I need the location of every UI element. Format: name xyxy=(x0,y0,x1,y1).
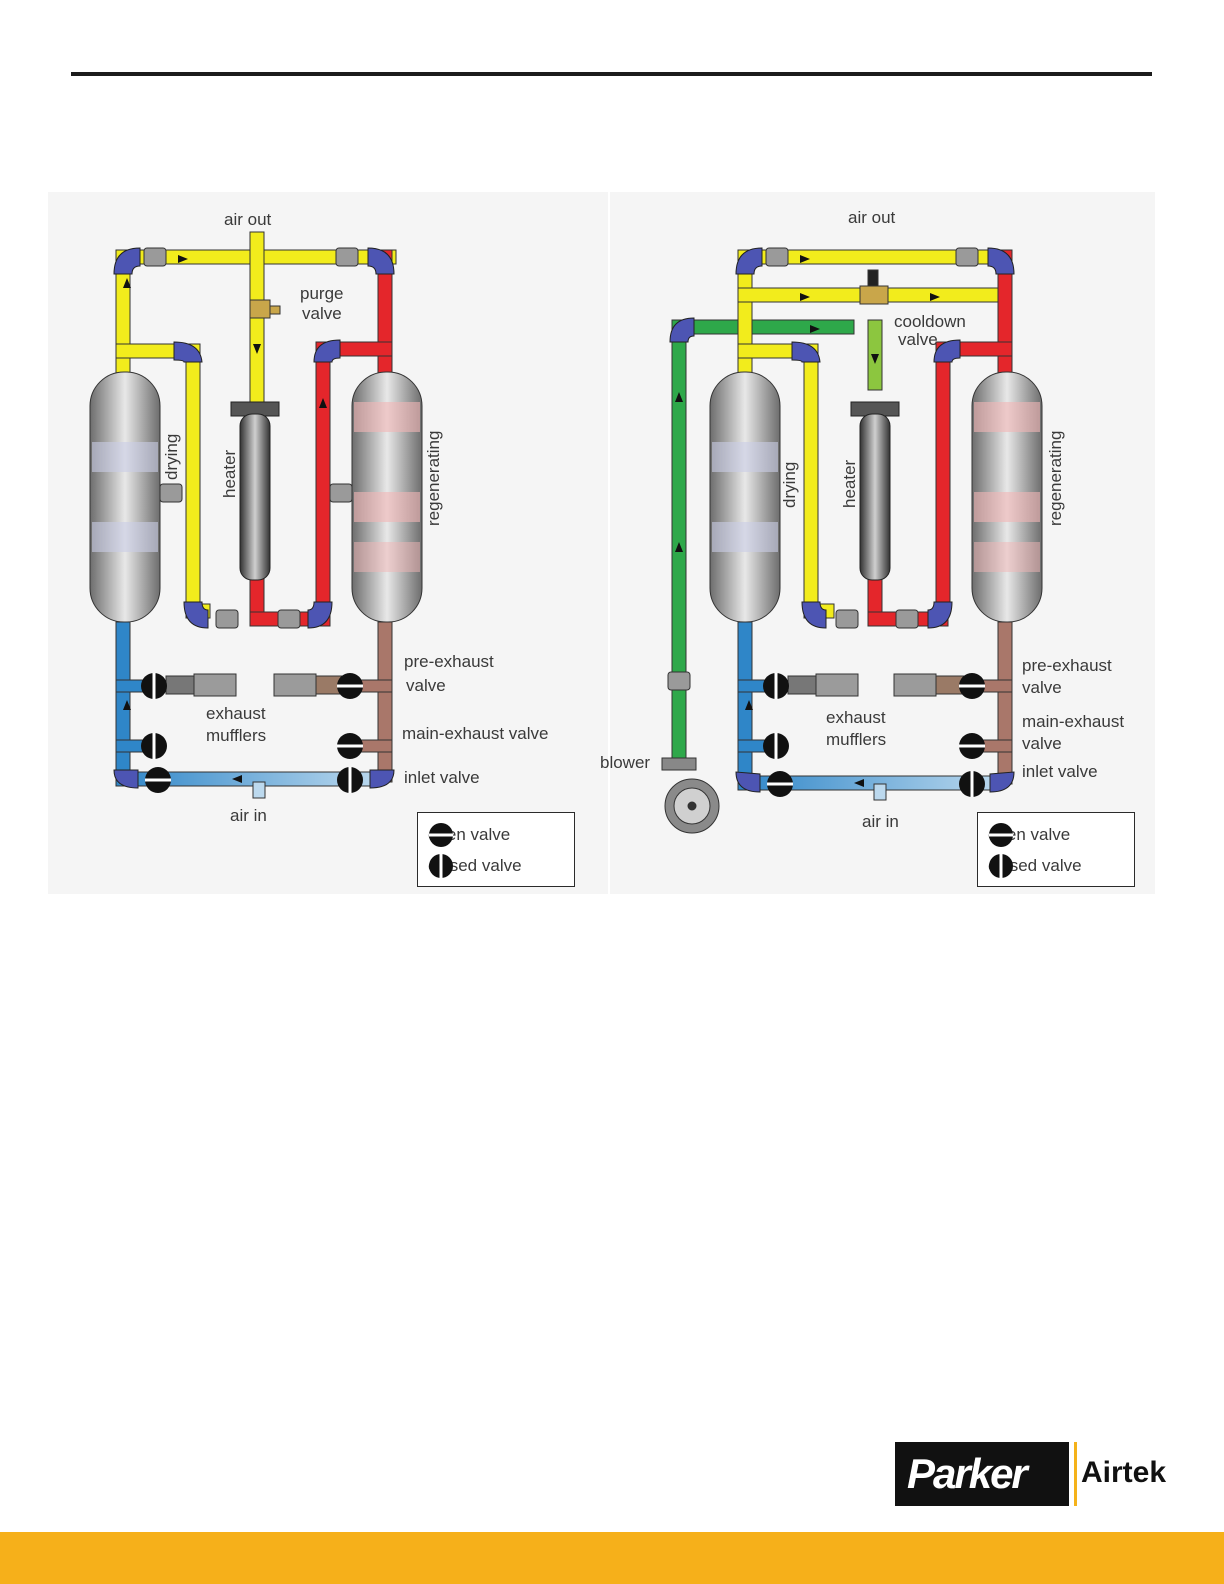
closed-valve-icon xyxy=(989,854,1013,878)
legend-closed-row-right: closed valve xyxy=(988,853,1082,879)
valve-legend: open valve closed valve xyxy=(417,812,575,887)
exhaust-mufflers xyxy=(165,673,345,697)
inlet-valve-label: inlet valve xyxy=(404,768,480,787)
desiccant-towers xyxy=(89,371,423,623)
regenerating-label-right: regenerating xyxy=(1046,430,1065,526)
ball-valves-right xyxy=(763,673,985,797)
air-in-label: air in xyxy=(230,806,267,825)
exhaust-mufflers-label: exhaust xyxy=(206,704,266,723)
heater-label-right: heater xyxy=(840,459,859,508)
logo-black-block xyxy=(895,1442,1069,1506)
drying-label-right: drying xyxy=(780,461,799,508)
ball-valves xyxy=(141,673,363,793)
open-valve-icon xyxy=(989,823,1013,847)
valve-legend-right: open valve closed valve xyxy=(977,812,1135,887)
cooldown-valve-label-2: valve xyxy=(898,330,938,349)
parker-airtek-logo: Parker Airtek xyxy=(895,1442,1166,1506)
purge-valve-label: purge xyxy=(300,284,344,303)
heating-diagram: air out purge valve drying heater regene… xyxy=(48,192,608,894)
logo-parker-text: Parker xyxy=(907,1450,1028,1497)
air-in-label-right: air in xyxy=(862,812,899,831)
inlet-valve-label-right: inlet valve xyxy=(1022,762,1098,781)
exhaust-mufflers-label-2: mufflers xyxy=(206,726,267,745)
flow-arrows-right xyxy=(675,255,940,787)
pipe-elbows xyxy=(113,247,395,789)
pipe-elbows-right xyxy=(669,247,1015,793)
closed-valve-icon xyxy=(429,854,453,878)
desiccant-towers-right xyxy=(709,371,1043,623)
pre-exhaust-label-right: pre-exhaust xyxy=(1022,656,1112,675)
purge-valve xyxy=(249,299,281,319)
check-valves-right xyxy=(667,247,979,691)
heater-element xyxy=(230,401,280,581)
legend-open-row-right: open valve xyxy=(988,822,1070,848)
legend-open-row: open valve xyxy=(428,822,510,848)
hot-air-pipes-right xyxy=(867,249,1013,627)
blower-label: blower xyxy=(600,753,651,772)
pre-exhaust-label-right-2: valve xyxy=(1022,678,1062,697)
legend-closed-row: closed valve xyxy=(428,853,522,879)
regenerating-label: regenerating xyxy=(424,430,443,526)
heater-element-right xyxy=(850,401,900,581)
open-valve-icon xyxy=(429,823,453,847)
heater-label: heater xyxy=(220,449,239,498)
footer-bar xyxy=(0,1532,1224,1584)
air-out-label: air out xyxy=(224,210,272,229)
main-exhaust-label-right-2: valve xyxy=(1022,734,1062,753)
purge-valve-label-2: valve xyxy=(302,304,342,323)
flow-arrows xyxy=(123,255,327,783)
air-out-label-right: air out xyxy=(848,208,896,227)
header-rule xyxy=(71,72,1152,76)
drying-label: drying xyxy=(162,433,181,480)
logo-divider xyxy=(1074,1442,1077,1506)
exhaust-mufflers-label-right: exhaust xyxy=(826,708,886,727)
blower xyxy=(661,757,720,834)
exhaust-mufflers-label-right-2: mufflers xyxy=(826,730,887,749)
main-exhaust-label-right: main-exhaust xyxy=(1022,712,1125,731)
logo-airtek-text: Airtek xyxy=(1081,1456,1167,1489)
exhaust-mufflers-right xyxy=(787,673,965,697)
cooldown-diagram: air out cooldown valve drying heater reg… xyxy=(600,192,1170,894)
main-exhaust-label: main-exhaust valve xyxy=(402,724,549,743)
cooldown-valve-label: cooldown xyxy=(894,312,966,331)
pre-exhaust-label-2: valve xyxy=(406,676,446,695)
pre-exhaust-label: pre-exhaust xyxy=(404,652,494,671)
cooldown-valve xyxy=(859,269,889,305)
